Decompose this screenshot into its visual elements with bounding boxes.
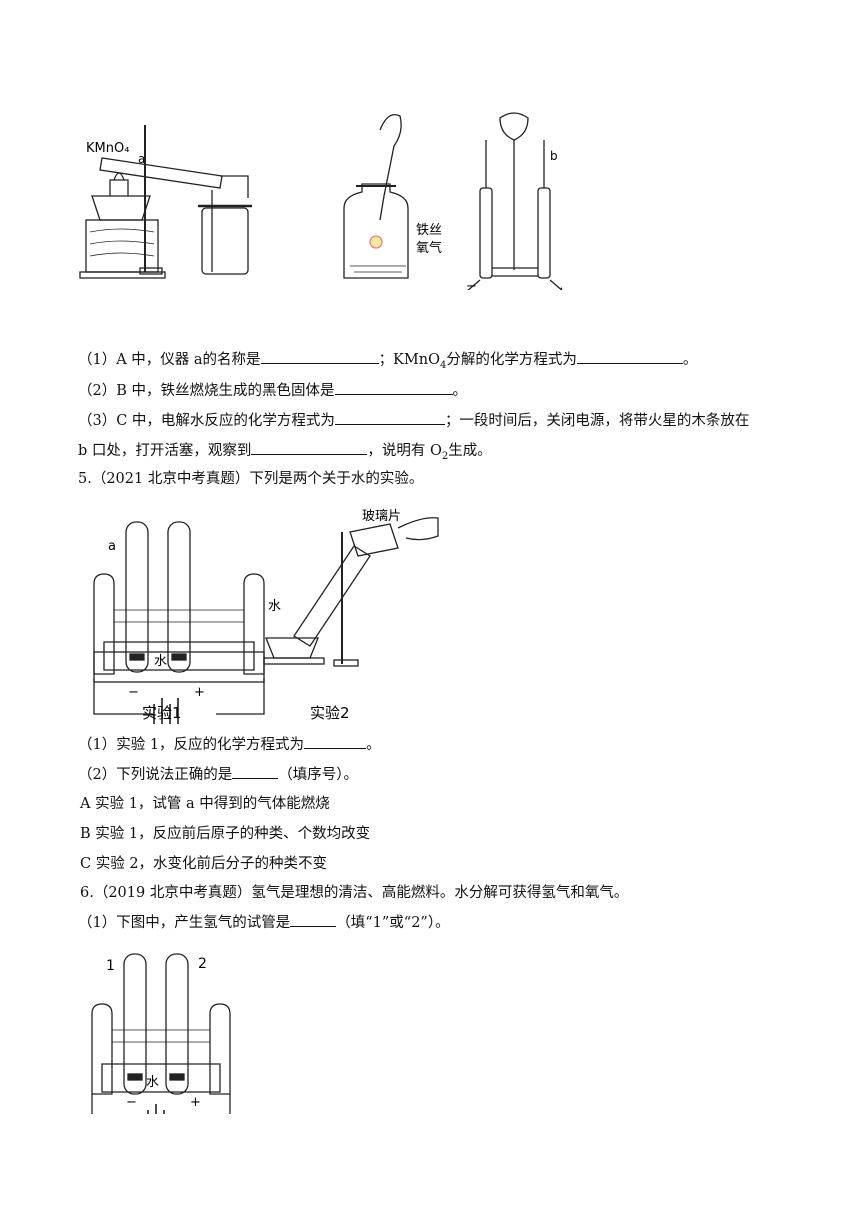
test-tube-2	[165, 953, 189, 1095]
label-minus-q5: −	[128, 685, 139, 700]
label-tube-1: 1	[106, 958, 115, 974]
q4-p1-text-b: ；KMnO	[378, 352, 440, 368]
label-kmno4: KMnO₄	[86, 141, 129, 156]
label-oxygen: 氧气	[416, 240, 442, 256]
q6-title: 6.（2019 北京中考真题）氢气是理想的清洁、高能燃料。水分解可获得氢气和氧气…	[80, 885, 629, 901]
test-tube-2	[293, 545, 371, 647]
q4-part2: （2）B 中，铁丝燃烧生成的黑色固体是 。	[78, 380, 467, 401]
q4-p2-text-a: （2）B 中，铁丝燃烧生成的黑色固体是	[78, 383, 335, 399]
caption-exp1: 实验1	[142, 704, 182, 722]
wooden-block	[85, 219, 159, 273]
q5-part2: （2）下列说法正确的是 （填序号）。	[78, 764, 358, 785]
answer-blank[interactable]	[334, 380, 453, 395]
collecting-bottle	[201, 207, 249, 275]
q5-p1-text-a: （1）实验 1，反应的化学方程式为	[78, 737, 305, 753]
burning-spark	[369, 235, 383, 249]
answer-blank[interactable]	[334, 410, 445, 425]
q4-p3-text-c: b 口处，打开活塞，观察到	[78, 443, 252, 459]
caption-exp2: 实验2	[310, 704, 350, 722]
q5-option-a: A 实验 1，试管 a 中得到的气体能燃烧	[80, 796, 330, 812]
apparatus-c	[467, 112, 563, 290]
q4-p2-text-b: 。	[452, 383, 468, 399]
label-plus-q6: +	[190, 1095, 201, 1110]
answer-blank[interactable]	[232, 764, 279, 779]
q5-title: 5.（2021 北京中考真题）下列是两个关于水的实验。	[78, 471, 424, 487]
label-water-q6: 水	[146, 1075, 159, 1090]
q5-part1: （1）实验 1，反应的化学方程式为 。	[78, 734, 381, 755]
q4-part3-cont: b 口处，打开活塞，观察到 ，说明有 O2生成。	[78, 440, 492, 467]
q5-option-b: B 实验 1，反应前后原子的种类、个数均改变	[80, 826, 371, 842]
heating-apparatus-2	[263, 517, 439, 667]
q5-p1-text-b: 。	[366, 737, 381, 753]
q4-p3-text-d: ，说明有 O	[367, 443, 442, 459]
apparatus-a	[79, 125, 252, 279]
label-a-top: a	[138, 152, 145, 166]
label-iron-wire: 铁丝	[416, 223, 442, 238]
alcohol-lamp	[91, 195, 151, 221]
label-glass-plate: 玻璃片	[362, 509, 401, 524]
apparatus-figure-top: KMnO₄ a A 铁丝 氧气 B b − + C	[79, 112, 567, 290]
q4-part1: （1）A 中，仪器 a的名称是 ；KMnO4分解的化学方程式为 。	[78, 349, 697, 376]
water-reservoir	[499, 112, 529, 141]
answer-blank[interactable]	[251, 440, 368, 455]
label-plus-top: +	[556, 285, 567, 290]
q6-p1-text-b: （填“1”或“2”）。	[336, 915, 450, 931]
answer-blank[interactable]	[290, 912, 337, 927]
q4-p3-text-b: ；一段时间后，关闭电源，将带火星的木条放在	[444, 413, 750, 429]
q4-part3: （3）C 中，电解水反应的化学方程式为 ；一段时间后，关闭电源，将带火星的木条放在	[78, 410, 749, 431]
label-water-bath: 水	[154, 654, 167, 669]
q4-p1-text-a: （1）A 中，仪器 a的名称是	[78, 352, 261, 368]
test-tube-1	[123, 953, 147, 1095]
q4-p3-text-e: 生成。	[448, 443, 492, 459]
label-minus-top: −	[466, 279, 477, 290]
q6-part1: （1）下图中，产生氢气的试管是 （填“1”或“2”）。	[78, 912, 450, 933]
q4-p1-sub: 4	[439, 359, 447, 371]
experiment-figure-q5: a 水 − + 玻璃片 水 实验1 实验2	[93, 509, 439, 724]
q4-p3-text-a: （3）C 中，电解水反应的化学方程式为	[78, 413, 335, 429]
answer-blank[interactable]	[260, 349, 379, 364]
label-b-top: b	[550, 149, 558, 163]
q6-p1-text-a: （1）下图中，产生氢气的试管是	[78, 915, 291, 931]
q5-p2-text-a: （2）下列说法正确的是	[78, 767, 233, 783]
label-plus-q5: +	[194, 685, 205, 700]
electrolysis-figure-q6: 1 2 水 − +	[91, 953, 231, 1114]
label-minus-q6: −	[126, 1095, 137, 1110]
q4-p1-text-d: 。	[682, 352, 698, 368]
gas-bottle	[343, 183, 409, 279]
alcohol-lamp-2	[265, 637, 319, 659]
electrolysis-apparatus-1	[93, 521, 265, 724]
glass-plate	[349, 523, 399, 557]
answer-blank[interactable]	[304, 734, 367, 749]
q4-p3-sub: 2	[441, 450, 449, 462]
answer-blank[interactable]	[576, 349, 683, 364]
q5-option-c: C 实验 2，水变化前后分子的种类不变	[80, 856, 328, 872]
label-tube-2: 2	[198, 956, 207, 972]
apparatus-b	[343, 113, 409, 279]
test-tube-b	[167, 521, 191, 673]
label-a-q5: a	[108, 539, 116, 554]
tube-right	[537, 187, 551, 279]
test-tube-a	[99, 157, 223, 189]
q5-p2-text-b: （填序号）。	[278, 767, 358, 783]
test-tube-a	[125, 521, 149, 673]
label-water-q5: 水	[268, 599, 281, 614]
tube-left	[479, 187, 493, 279]
q4-p1-text-c: 分解的化学方程式为	[446, 352, 577, 368]
